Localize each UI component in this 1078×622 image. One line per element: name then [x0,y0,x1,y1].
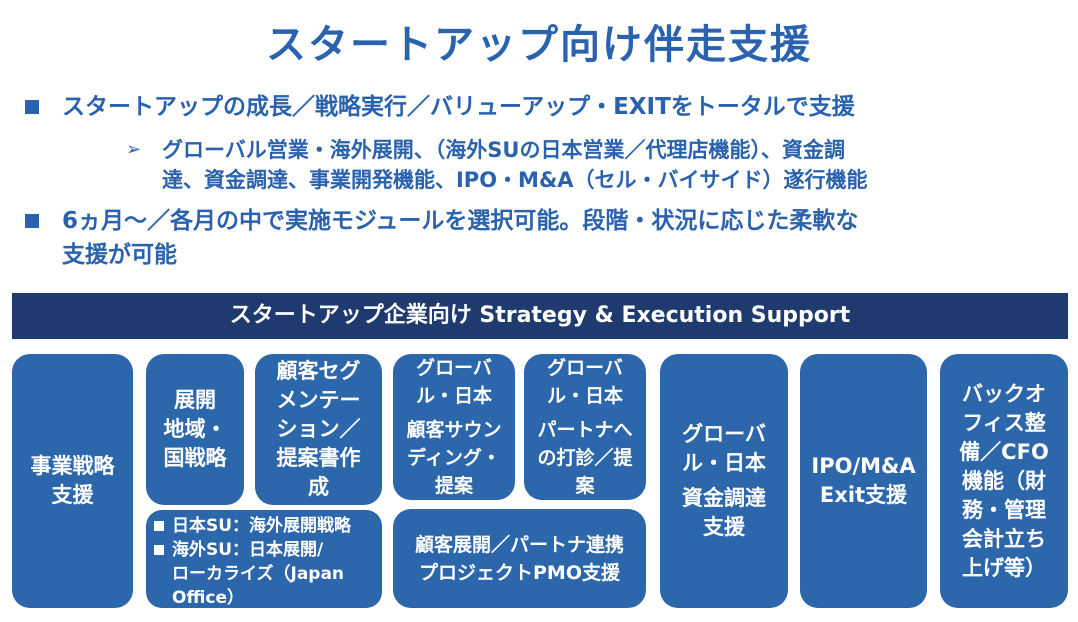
module-segmentation: 顧客セグ メンテー ション／ 提案書作 成 [255,354,382,505]
square-bullet-icon [154,545,164,555]
module-text: ル・日本 [682,451,766,475]
module-text: 提案書作 [276,446,361,470]
module-text: グローバ [547,357,623,379]
page-title: スタートアップ向け伴走支援 [266,22,812,68]
module-text: IPO/M&A [811,454,916,478]
module-funding: グローバ ル・日本 資金調達 支援 [660,354,788,608]
module-text: 資金調達 [682,486,766,510]
module-text: ディング・ [407,447,501,469]
module-text: 提案 [434,475,473,497]
module-text: グローバ [682,422,766,446]
module-text: 支援 [703,515,745,539]
module-text: 務・管理 [961,497,1046,522]
bullet-1-text: スタートアップの成長／戦略実行／バリューアップ・EXITをトータルで支援 [62,94,855,120]
bullet-square-icon [25,100,39,114]
module-pmo: 顧客展開／パートナ連携 プロジェクトPMO支援 [393,509,646,608]
note-text: 日本SU：海外展開戦略 [172,516,352,536]
sub-bullet-line-2: 達、資金調達、事業開発機能、IPO・M&A（セル・バイサイド）遂行機能 [162,168,868,192]
section-banner: スタートアップ企業向け Strategy & Execution Support [12,293,1068,339]
module-text: ル・日本 [415,385,492,407]
module-text: 会計立ち [961,526,1046,551]
module-text: Exit支援 [819,483,908,507]
sub-bullet-line-1: グローバル営業・海外展開、（海外SUの日本営業／代理店機能）、資金調 [162,138,845,162]
bullet-2-line-2: 支援が可能 [62,242,177,268]
note-text: Office） [172,588,245,608]
module-text: 備／CFO [959,439,1049,464]
bullet-2-line-1: 6ヵ月〜／各月の中で実施モジュールを選択可能。段階・状況に応じた柔軟な [62,208,859,234]
module-text: 顧客サウン [406,419,502,441]
module-text: 顧客セグ [276,359,361,383]
module-text: 成 [308,475,329,499]
module-business-strategy: 事業戦略 支援 [12,354,133,608]
module-ipo-ma: IPO/M&A Exit支援 [800,354,927,608]
module-text: 事業戦略 [30,454,115,478]
module-notes: 日本SU：海外展開戦略 海外SU：日本展開/ ローカライズ（Japan Offi… [146,510,382,608]
module-text: の打診／提 [537,447,633,469]
module-text: 上げ等） [961,555,1046,580]
module-text: 顧客展開／パートナ連携 [414,533,624,556]
arrow-right-icon: ➢ [126,139,142,160]
module-text: バックオ [961,381,1046,406]
module-text: ル・日本 [546,385,623,407]
module-text: 支援 [51,483,94,507]
module-text: パートナへ [537,419,633,441]
note-text: ローカライズ（Japan [172,564,345,584]
module-text: 国戦略 [163,446,227,470]
module-customer-sounding: グローバ ル・日本 顧客サウン ディング・ 提案 [393,354,515,500]
module-text: グローバ [416,357,492,379]
module-text: プロジェクトPMO支援 [418,561,620,584]
module-back-office: バックオ フィス整 備／CFO 機能（財 務・管理 会計立ち 上げ等） [940,354,1068,608]
module-text: ション／ [276,417,361,441]
module-text: メンテー [276,388,361,412]
module-text: 案 [575,475,595,497]
bullet-square-icon [25,214,39,228]
square-bullet-icon [154,521,164,531]
module-text: 地域・ [163,417,227,441]
module-text: 展開 [174,388,216,412]
module-text: フィス整 [962,410,1046,435]
module-text: 機能（財 [961,468,1046,493]
note-text: 海外SU：日本展開/ [172,540,324,560]
module-region-strategy: 展開 地域・ 国戦略 [146,354,244,505]
module-partner: グローバ ル・日本 パートナへ の打診／提 案 [524,354,646,500]
